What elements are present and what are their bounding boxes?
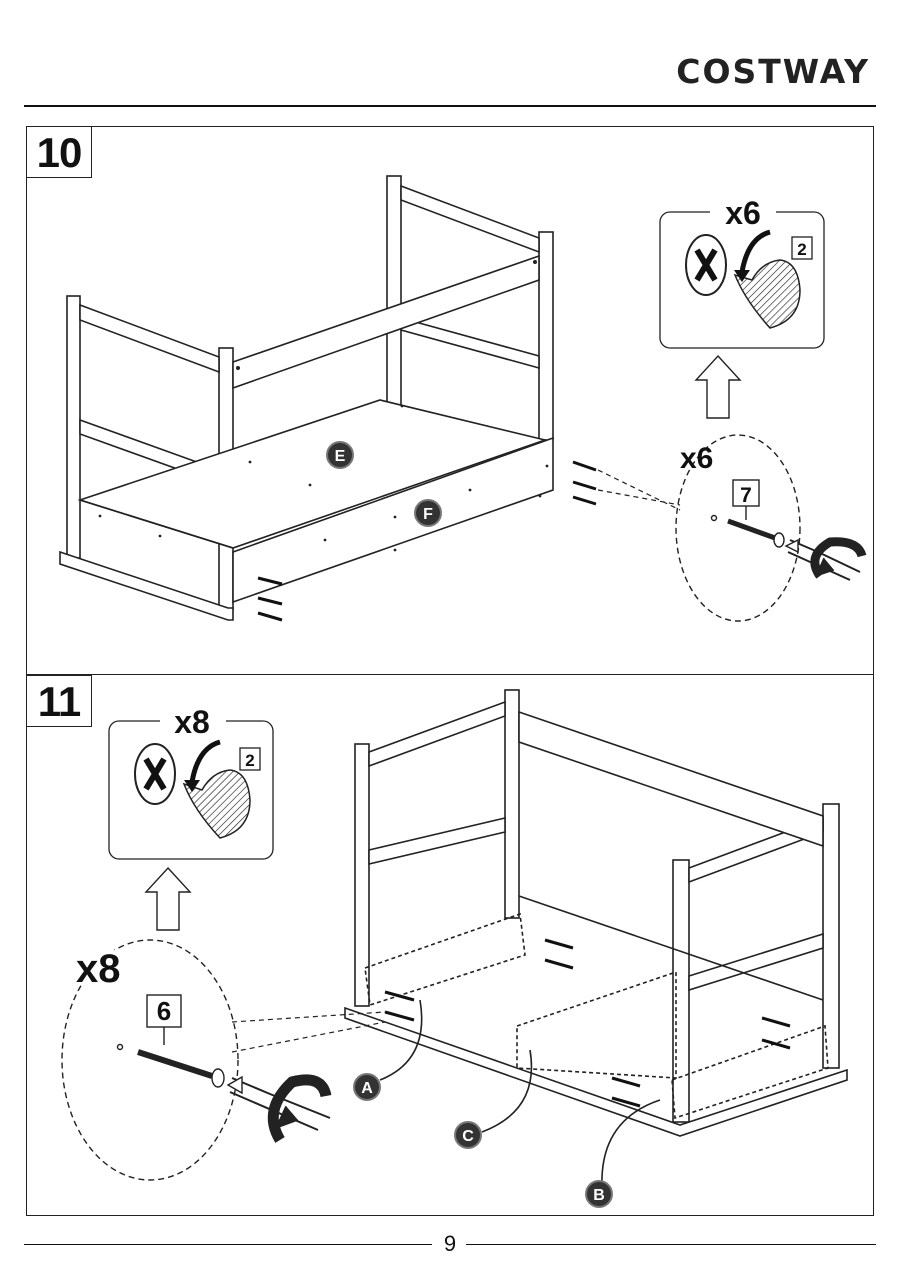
step10-screw-part-number: 7 <box>740 484 752 507</box>
step11-bed-frame <box>232 690 847 1186</box>
step10-cap-part-number: 2 <box>797 240 806 259</box>
panel-label-e-text: E <box>335 448 346 465</box>
step10-cap-qty: x6 <box>725 195 761 231</box>
step10-screw-callout: x6 7 <box>676 435 862 621</box>
panel-label-b: B <box>586 1181 612 1207</box>
panel-label-a: A <box>354 1074 380 1100</box>
step11-callout-qty: x8 <box>76 947 121 991</box>
step11-up-arrow <box>146 868 190 930</box>
page-number: 9 <box>436 1231 464 1257</box>
footer-rule-right <box>466 1244 876 1245</box>
step11-screw-part-number: 6 <box>157 996 171 1026</box>
panel-label-e: E <box>327 442 353 468</box>
panel-label-f-text: F <box>423 506 433 523</box>
panel-label-b-text: B <box>593 1187 605 1204</box>
step11-screw-callout: x8 6 <box>56 940 330 1180</box>
panel-label-c-text: C <box>462 1128 474 1145</box>
step11-cap-part-number: 2 <box>245 751 254 770</box>
panel-label-c: C <box>455 1122 481 1148</box>
panel-label-f: F <box>415 500 441 526</box>
step11-cap-qty: x8 <box>174 704 210 740</box>
step11-cap-detail: x8 2 <box>109 704 273 859</box>
step10-cap-detail: x6 2 <box>660 195 824 348</box>
step10-up-arrow <box>696 356 740 418</box>
step10-callout-qty: x6 <box>680 442 713 475</box>
step10-bed-frame <box>60 176 680 620</box>
footer-rule-left <box>24 1244 432 1245</box>
panel-label-a-text: A <box>361 1080 373 1097</box>
